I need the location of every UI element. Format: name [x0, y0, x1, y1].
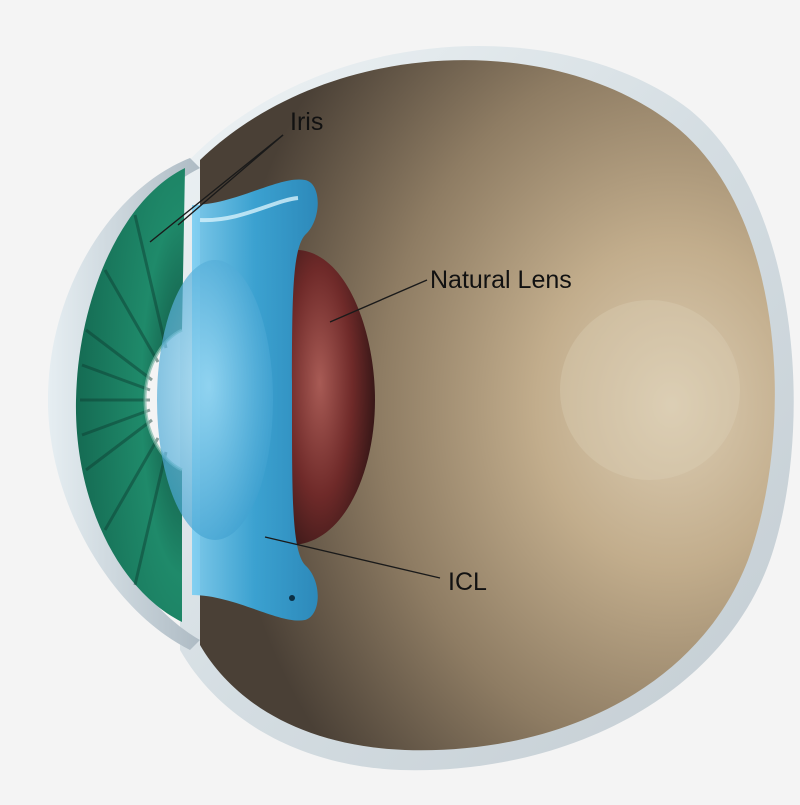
icl — [157, 179, 318, 621]
iris-leader-line-secondary — [177, 134, 284, 226]
natural-lens-leader-line — [329, 279, 428, 323]
iris-leader-line — [149, 134, 284, 243]
icl-positioning-hole — [289, 595, 295, 601]
iris-striations — [80, 214, 168, 586]
natural-lens-shape — [290, 249, 375, 545]
natural-lens — [290, 249, 375, 545]
icl-label: ICL — [448, 568, 487, 596]
leader-lines — [149, 134, 441, 579]
eye-interior — [200, 60, 775, 751]
iris-band — [75, 168, 185, 622]
icl-optic — [157, 260, 273, 540]
eyeball — [180, 45, 794, 771]
iris-label: Iris — [290, 108, 323, 136]
iris — [75, 168, 185, 622]
cornea-outer — [47, 158, 200, 650]
interior-highlight — [560, 300, 740, 480]
cornea — [47, 158, 200, 650]
natural-lens-label: Natural Lens — [430, 266, 572, 294]
icl-leader-line — [264, 536, 441, 579]
icl-sheen — [199, 196, 299, 223]
